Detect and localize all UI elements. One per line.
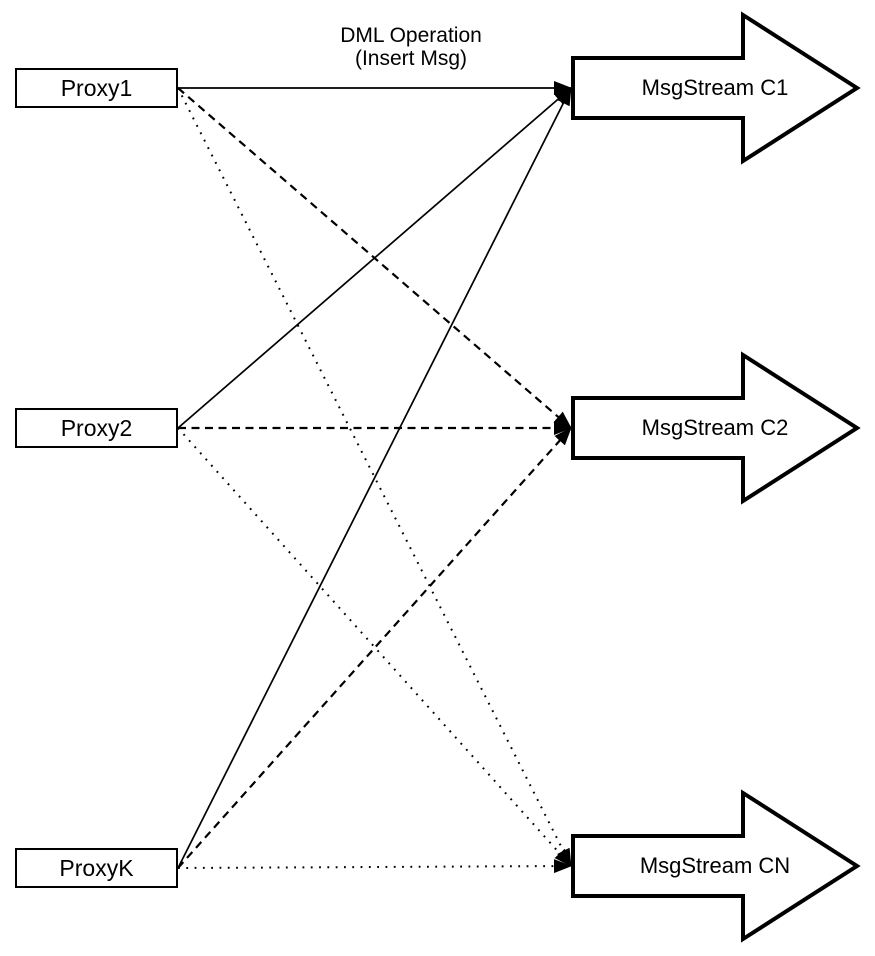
proxyk-label: ProxyK — [59, 854, 134, 881]
msgstream-c1-block-arrow — [571, 11, 861, 165]
diagram-title-line1: DML Operation — [340, 24, 482, 47]
proxy2-label: Proxy2 — [60, 414, 133, 441]
diagram-title: DML Operation (Insert Msg) — [281, 24, 541, 70]
edge-proxyk-cn — [177, 859, 572, 874]
stream-arrows — [571, 11, 861, 943]
connector-edges — [177, 81, 572, 874]
edge-proxyk-c1 — [177, 87, 572, 869]
msgstream-c2-block-arrow — [571, 351, 861, 505]
proxy2-box: Proxy2 — [15, 408, 178, 448]
edge-proxy2-c1 — [177, 87, 572, 429]
msgstream-cn-block-arrow — [571, 789, 861, 943]
diagram-title-line2: (Insert Msg) — [354, 47, 467, 70]
proxy1-label: Proxy1 — [60, 74, 133, 101]
proxyk-box: ProxyK — [15, 848, 178, 888]
proxy1-box: Proxy1 — [15, 68, 178, 108]
edge-proxyk-c2 — [177, 427, 572, 869]
edge-proxy2-cn — [177, 427, 572, 867]
